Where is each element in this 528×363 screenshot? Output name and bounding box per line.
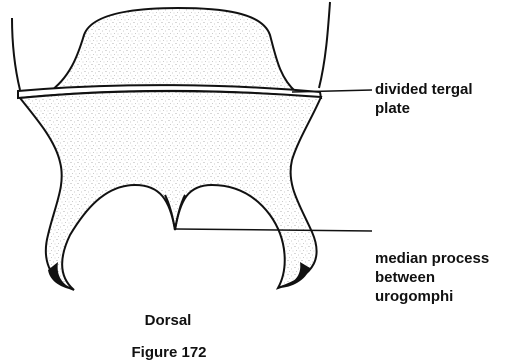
terminal-segment [20, 91, 321, 290]
label-line: divided tergal [375, 80, 473, 99]
anterior-segment [48, 8, 296, 93]
view-caption: Dorsal [138, 311, 198, 330]
label-line: between [375, 268, 489, 287]
left-body-wall [12, 18, 20, 90]
right-body-wall [319, 2, 330, 88]
leader-line-median [176, 229, 372, 231]
label-line: median process [375, 249, 489, 268]
label-divided-tergal-plate: divided tergal plate [375, 80, 473, 118]
figure-caption: Figure 172 [119, 343, 219, 362]
label-line: urogomphi [375, 287, 489, 306]
label-median-process: median process between urogomphi [375, 249, 489, 306]
label-line: plate [375, 99, 473, 118]
